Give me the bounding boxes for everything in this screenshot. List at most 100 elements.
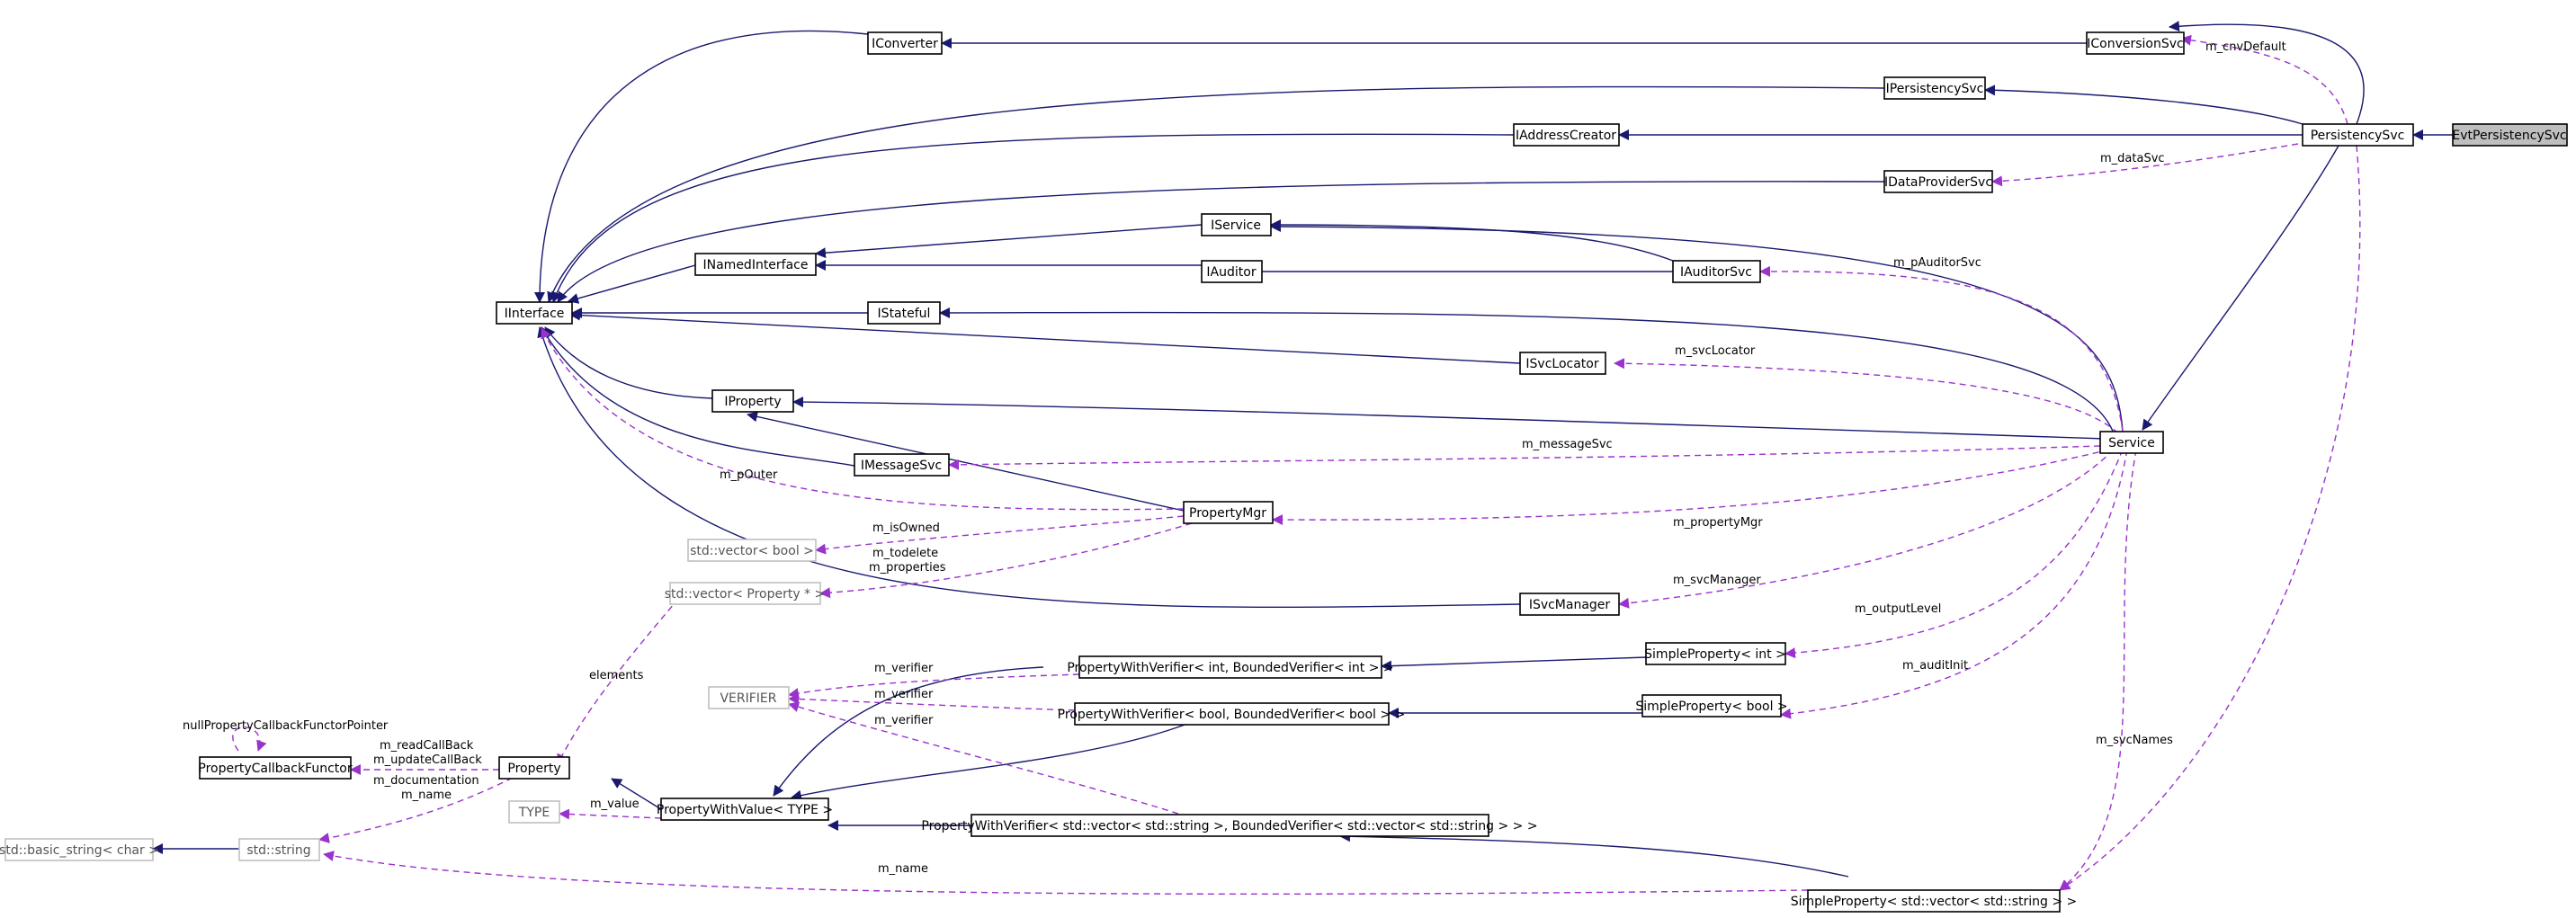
svg-text:std::vector< Property * >: std::vector< Property * >: [665, 587, 826, 602]
svg-text:ISvcManager: ISvcManager: [1529, 598, 1611, 612]
edge-inh: [547, 85, 1885, 303]
node-simpleproperty-int[interactable]: SimpleProperty< int >: [1644, 642, 1786, 665]
edge-label: m_isOwned: [872, 521, 940, 535]
node-propertywithverifier-vector[interactable]: PropertyWithVerifier< std::vector< std::…: [921, 814, 1538, 837]
edge-inh: [791, 723, 1188, 801]
node-iinterface[interactable]: IInterface: [496, 301, 573, 325]
edge-label: m_readCallBack: [380, 739, 474, 753]
edge-use: [557, 597, 680, 765]
svg-text:IConversionSvc: IConversionSvc: [2087, 37, 2184, 51]
node-propertycallbackfunctor[interactable]: PropertyCallbackFunctor: [198, 756, 353, 780]
node-std-string[interactable]: std::string: [238, 838, 320, 861]
edge-label: m_propertyMgr: [1673, 516, 1763, 530]
edge-use: [948, 445, 2101, 470]
inheritance-edges: [152, 21, 2453, 878]
edge-inh: [1984, 85, 2303, 125]
edge-use: [2180, 34, 2348, 125]
node-propertywithvalue[interactable]: PropertyWithValue< TYPE >: [657, 798, 833, 821]
edge-use: [318, 777, 514, 843]
node-isvclocator[interactable]: ISvcLocator: [1519, 352, 1606, 375]
edge-inh: [557, 181, 1885, 303]
edge-label: m_dataSvc: [2100, 152, 2165, 165]
edge-label: m_verifier: [874, 688, 934, 701]
edge-inh: [568, 264, 696, 304]
node-propertywithverifier-bool[interactable]: PropertyWithVerifier< bool, BoundedVerif…: [1058, 702, 1406, 726]
node-imessagesvc[interactable]: IMessageSvc: [854, 453, 950, 477]
svg-text:SimpleProperty< std::vector< s: SimpleProperty< std::vector< std::string…: [1791, 895, 2078, 909]
node-iauditorsvc[interactable]: IAuditorSvc: [1672, 260, 1761, 283]
edge-use: [2059, 449, 2137, 891]
node-evtpersistencysvc[interactable]: EvtPersistencySvc: [2452, 123, 2568, 147]
svg-text:EvtPersistencySvc: EvtPersistencySvc: [2452, 129, 2566, 143]
svg-text:Service: Service: [2108, 436, 2155, 450]
edge-use: [788, 673, 1080, 699]
node-iauditor[interactable]: IAuditor: [1201, 260, 1263, 283]
node-persistencysvc[interactable]: PersistencySvc: [2302, 123, 2414, 147]
edge-use: [559, 808, 662, 820]
edge-label: nullPropertyCallbackFunctorPointer: [183, 719, 389, 733]
svg-text:IConverter: IConverter: [872, 37, 938, 51]
svg-text:IAuditorSvc: IAuditorSvc: [1680, 265, 1752, 280]
edge-label: m_name: [401, 789, 452, 802]
edge-inh: [1381, 656, 1647, 672]
svg-text:VERIFIER: VERIFIER: [720, 691, 776, 706]
edge-inh: [551, 133, 1515, 303]
svg-text:std::basic_string< char >: std::basic_string< char >: [0, 843, 159, 858]
node-propertymgr[interactable]: PropertyMgr: [1183, 501, 1274, 524]
usage-edges: [232, 34, 2361, 896]
node-type[interactable]: TYPE: [508, 800, 560, 824]
node-idataprovidersvc[interactable]: IDataProviderSvc: [1883, 170, 1993, 193]
edge-use: [1991, 143, 2299, 187]
node-std-vector-property[interactable]: std::vector< Property * >: [665, 582, 826, 605]
svg-text:PropertyWithVerifier< int, Bou: PropertyWithVerifier< int, BoundedVerifi…: [1067, 661, 1393, 675]
svg-text:Property: Property: [507, 762, 560, 776]
edge-use: [541, 327, 1185, 511]
node-iservice[interactable]: IService: [1201, 213, 1272, 236]
edge-label: m_outputLevel: [1855, 602, 1941, 616]
edge-label: m_pAuditorSvc: [1893, 256, 1981, 270]
edge-use: [1272, 449, 2110, 526]
edge-label: m_properties: [869, 561, 946, 575]
edge-use: [1784, 449, 2124, 659]
edge-label: m_todelete: [872, 547, 938, 560]
node-std-vector-bool[interactable]: std::vector< bool >: [687, 539, 817, 562]
node-iaddresscreator[interactable]: IAddressCreator: [1513, 123, 1620, 147]
node-propertywithverifier-int[interactable]: PropertyWithVerifier< int, BoundedVerifi…: [1067, 655, 1394, 679]
node-property[interactable]: Property: [498, 756, 570, 780]
svg-text:PropertyWithVerifier< bool, Bo: PropertyWithVerifier< bool, BoundedVerif…: [1058, 708, 1406, 722]
edge-use: [232, 726, 267, 752]
node-isvcmanager[interactable]: ISvcManager: [1519, 593, 1620, 616]
edge-inh: [541, 326, 855, 467]
node-inamedinterface[interactable]: INamedInterface: [694, 253, 817, 276]
edge-inh: [544, 326, 713, 399]
node-ipersistencysvc[interactable]: IPersistencySvc: [1883, 76, 1986, 100]
svg-text:IService: IService: [1211, 218, 1261, 233]
node-istateful[interactable]: IStateful: [867, 301, 941, 325]
edge-use: [1618, 449, 2115, 609]
svg-text:IPersistencySvc: IPersistencySvc: [1886, 82, 1984, 96]
edge-use: [2059, 145, 2361, 891]
node-iconverter[interactable]: IConverter: [867, 31, 943, 55]
node-service[interactable]: Service: [2099, 431, 2164, 454]
svg-text:PropertyMgr: PropertyMgr: [1189, 506, 1266, 521]
edge-use: [1759, 265, 2124, 432]
node-iconversionsvc[interactable]: IConversionSvc: [2086, 31, 2185, 55]
edge-label: m_svcLocator: [1675, 344, 1756, 358]
edge-inh: [747, 411, 1185, 512]
svg-text:IProperty: IProperty: [724, 395, 781, 409]
edge-label: m_cnvDefault: [2205, 40, 2286, 54]
edge-use: [788, 693, 1076, 711]
node-std-basic-string[interactable]: std::basic_string< char >: [0, 838, 159, 861]
edge-inh: [534, 30, 869, 303]
edge-label: m_name: [878, 862, 928, 876]
svg-text:TYPE: TYPE: [518, 806, 550, 820]
svg-text:IDataProviderSvc: IDataProviderSvc: [1884, 175, 1992, 190]
svg-text:PropertyCallbackFunctor: PropertyCallbackFunctor: [198, 762, 352, 776]
edge-inh: [2169, 21, 2365, 125]
node-verifier[interactable]: VERIFIER: [708, 686, 790, 709]
node-simpleproperty-vector[interactable]: SimpleProperty< std::vector< std::string…: [1791, 889, 2078, 913]
node-simpleproperty-bool[interactable]: SimpleProperty< bool >: [1635, 694, 1788, 717]
edge-inh: [1339, 831, 1849, 878]
node-iproperty[interactable]: IProperty: [711, 389, 794, 413]
edge-use: [323, 851, 1809, 896]
